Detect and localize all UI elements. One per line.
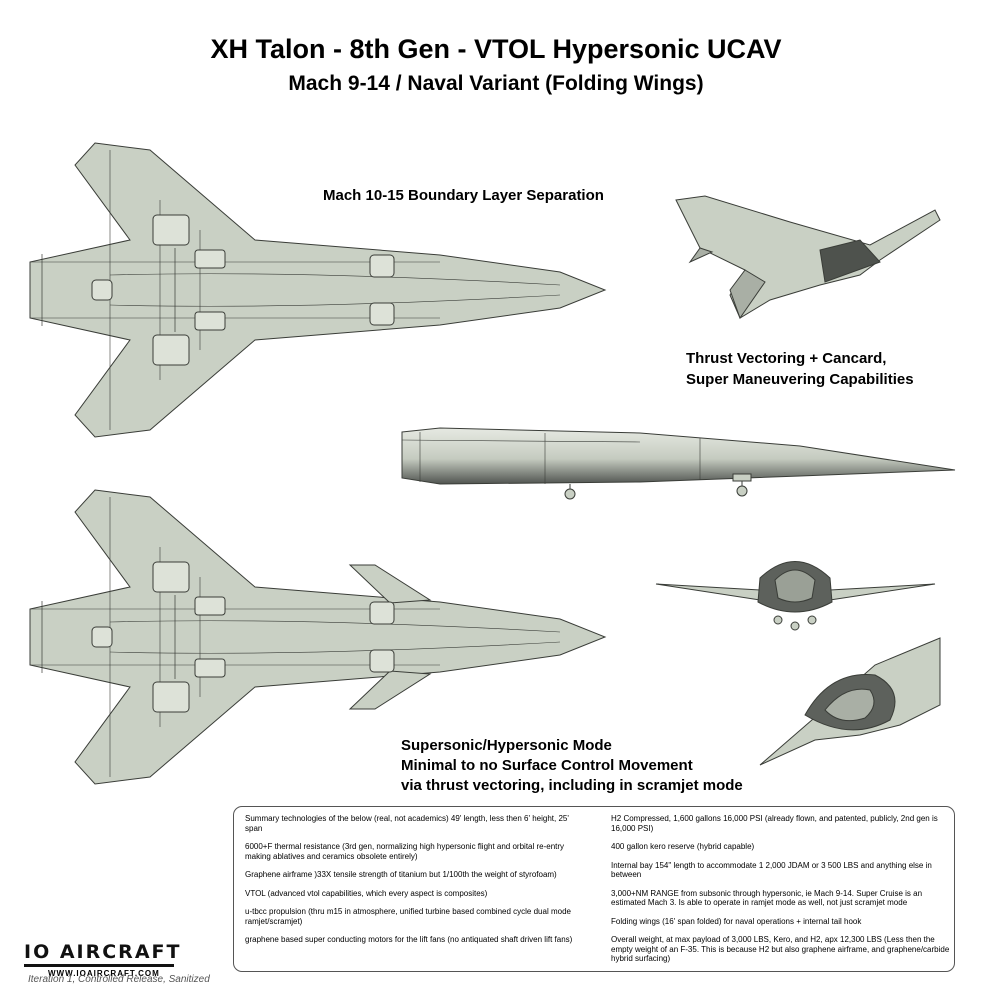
summary-left-column: Summary technologies of the below (real,…	[245, 814, 585, 954]
perspective-view-lower	[759, 637, 941, 766]
brand-logo: IO AIRCRAFT WWW.IOAIRCRAFT.COM	[24, 941, 181, 978]
callout-mode-line-2: Minimal to no Surface Control Movement	[401, 757, 693, 774]
callout-mode-line-1: Supersonic/Hypersonic Mode	[401, 737, 612, 754]
summary-item: 3,000+NM RANGE from subsonic through hyp…	[611, 888, 923, 908]
page-subtitle: Mach 9-14 / Naval Variant (Folding Wings…	[288, 72, 704, 95]
summary-item: Summary technologies of the below (real,…	[245, 814, 569, 833]
brand-name: IO AIRCRAFT	[24, 941, 182, 963]
callout-mode-line-3: via thrust vectoring, including in scram…	[401, 777, 743, 794]
summary-item: H2 Compressed, 1,600 gallons 16,000 PSI …	[611, 814, 938, 833]
summary-panel: Summary technologies of the below (real,…	[233, 806, 955, 972]
callout-thrust-line-1: Thrust Vectoring + Cancard,	[686, 350, 887, 367]
brand-rule	[24, 964, 174, 967]
page-title: XH Talon - 8th Gen - VTOL Hypersonic UCA…	[210, 34, 782, 64]
summary-item: 6000+F thermal resistance (3rd gen, norm…	[245, 842, 565, 861]
side-view	[401, 427, 956, 500]
front-view	[655, 561, 936, 631]
perspective-view-upper	[675, 195, 941, 320]
callout-thrust-line-2: Super Maneuvering Capabilities	[686, 371, 914, 388]
summary-right-column: H2 Compressed, 1,600 gallons 16,000 PSI …	[611, 814, 951, 973]
brand-url: WWW.IOAIRCRAFT.COM	[48, 969, 160, 978]
summary-item: 400 gallon kero reserve (hybrid capable)	[611, 842, 755, 851]
summary-item: Graphene airframe )33X tensile strength …	[245, 870, 557, 879]
summary-item: VTOL (advanced vtol capabilities, which …	[245, 888, 488, 898]
callout-boundary-layer: Mach 10-15 Boundary Layer Separation	[323, 187, 604, 204]
top-view-upper	[29, 142, 607, 438]
summary-item: Overall weight, at max payload of 3,000 …	[611, 935, 950, 963]
summary-item: u-tbcc propulsion (thru m15 in atmospher…	[245, 907, 571, 926]
summary-item: Internal bay 154" length to accommodate …	[611, 860, 932, 880]
summary-item: Folding wings (16' span folded) for nava…	[611, 916, 862, 926]
summary-item: graphene based super conducting motors f…	[245, 935, 573, 944]
release-note: Iteration 1, Controlled Release, Sanitiz…	[28, 974, 210, 985]
top-view-lower	[29, 489, 607, 785]
